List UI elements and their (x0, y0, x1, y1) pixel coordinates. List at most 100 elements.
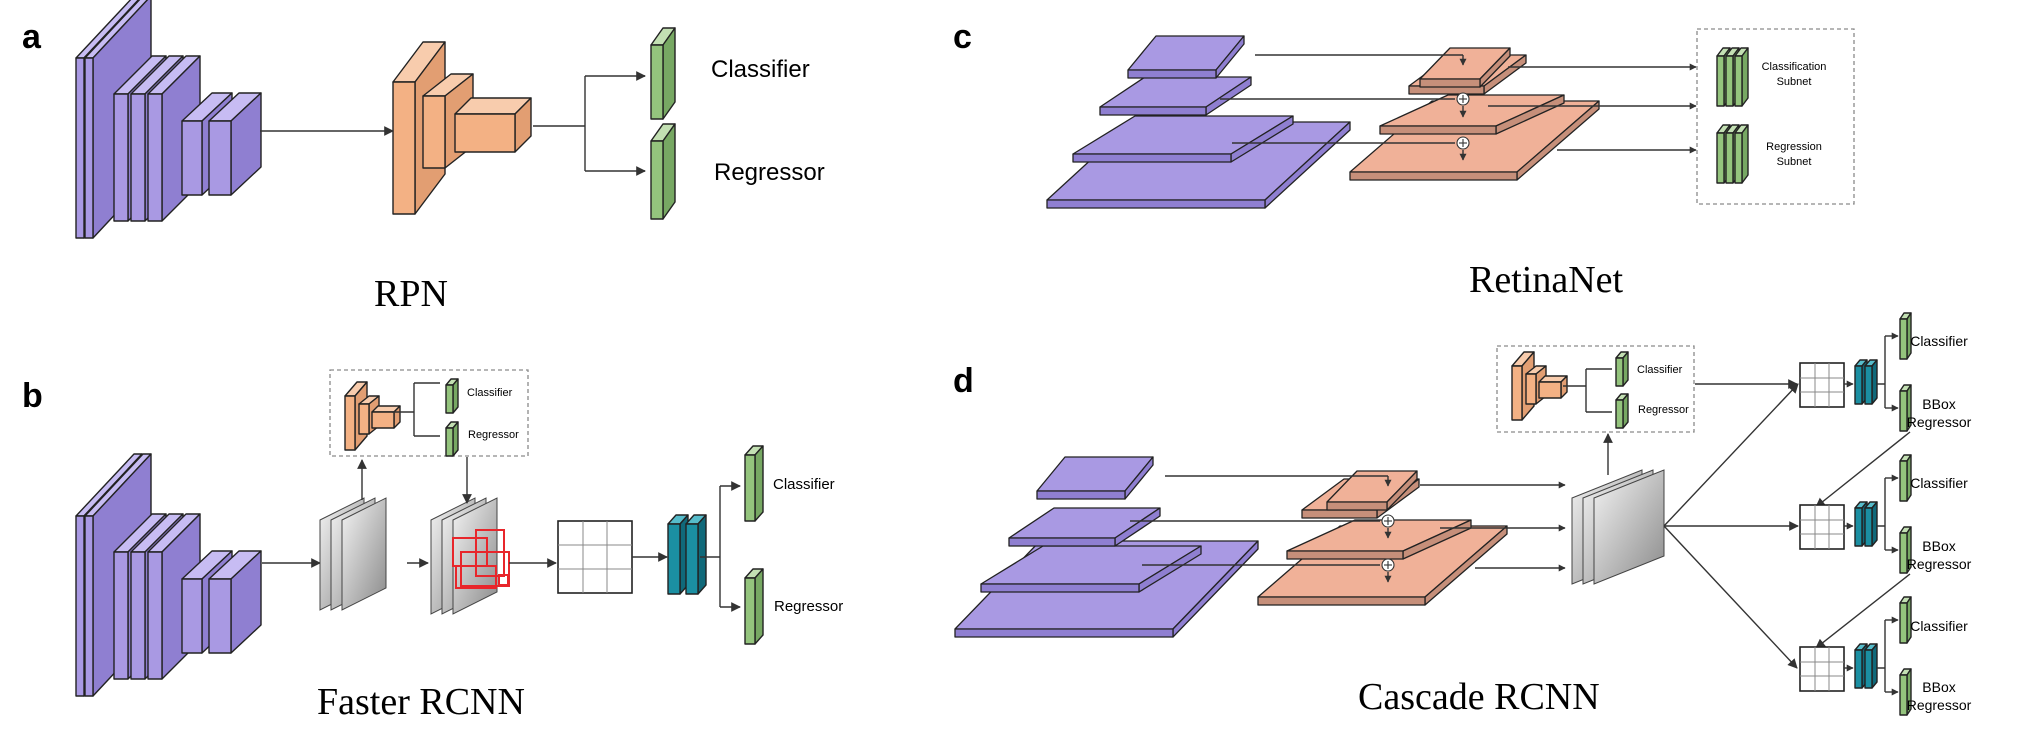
stage2-bbox-label-2: Regressor (1907, 556, 1972, 572)
add-node (1381, 558, 1395, 572)
fc-layer (1864, 501, 1878, 547)
cascade-stages (1799, 312, 1912, 716)
cascade-stage-2 (1799, 454, 1912, 574)
pyramid-level (980, 545, 1202, 593)
pyramid-level (1072, 115, 1294, 163)
panel-title-rpn: RPN (374, 273, 448, 315)
stage3-bbox-label-1: BBox (1922, 679, 1955, 695)
regressor-label: Regressor (714, 159, 825, 186)
fc-plate (1734, 47, 1749, 107)
classifier-plate (1899, 312, 1912, 360)
stage1-bbox-label-1: BBox (1922, 396, 1955, 412)
fpn-layers (1349, 47, 1600, 181)
panel-d: d Classifier Regressor Classifier BBox R… (953, 312, 1972, 718)
inset-classifier-layer (445, 378, 459, 414)
panel-letter-b: b (22, 377, 43, 415)
feature-pyramid-backbone (954, 456, 1259, 638)
roi-pooling-grid (1799, 646, 1845, 692)
pyramid-level (1099, 76, 1252, 116)
feature-map (1593, 469, 1665, 585)
regressor-plate (1899, 668, 1912, 716)
classifier-plate (1899, 454, 1912, 502)
panel-title-retinanet: RetinaNet (1469, 259, 1624, 301)
regressor-layer (744, 568, 764, 645)
conv-layer (208, 92, 262, 196)
fc-plate (650, 123, 676, 220)
pyramid-level (1036, 456, 1154, 500)
fc-layer (667, 514, 689, 595)
backbone-cnn (75, 453, 262, 697)
add-node (1456, 136, 1470, 150)
rpn-conv (454, 97, 532, 153)
panel-title-faster-rcnn: Faster RCNN (317, 681, 525, 723)
fc-plate (744, 568, 764, 645)
fc-plate (445, 378, 459, 414)
classification-subnet-layers (1716, 47, 1749, 107)
feature-maps (319, 497, 387, 611)
regression-subnet-label-2: Subnet (1777, 156, 1812, 168)
stage2-classifier-label: Classifier (1910, 475, 1968, 491)
rpn-block-small (344, 381, 401, 451)
inset-classifier-layer (1615, 351, 1629, 387)
panel-title-cascade-rcnn: Cascade RCNN (1358, 676, 1600, 718)
inset-regressor-layer (445, 421, 459, 457)
roi-pooling-grid (1799, 362, 1845, 408)
pyramid-level (1286, 519, 1472, 560)
panel-letter-c: c (953, 18, 972, 56)
classifier-label: Classifier (711, 56, 810, 83)
backbone-cnn (75, 0, 262, 239)
arrow-stage1-to-stage2 (1815, 431, 1911, 508)
panel-a: a Classifier Regressor RPN (22, 0, 825, 315)
inset-branch-lines (392, 382, 440, 437)
feature-map (341, 497, 387, 611)
fc-plate (1734, 124, 1749, 184)
rpn-inset-box (1496, 345, 1695, 433)
classification-subnet-label-1: Classification (1762, 61, 1827, 73)
fc-layer (1864, 643, 1878, 689)
lateral-connections (1130, 475, 1566, 583)
pyramid-level (1127, 35, 1245, 79)
classifier-plate (1899, 596, 1912, 644)
inset-regressor-label: Regressor (1638, 404, 1689, 416)
classifier-layer (744, 445, 764, 522)
classification-subnet-label-2: Subnet (1777, 76, 1812, 88)
fc-branch-lines (700, 486, 721, 607)
fc-layers (667, 514, 707, 595)
regression-subnet-label-1: Regression (1766, 141, 1822, 153)
rpn-conv (371, 405, 401, 429)
arrow-feature-to-stage3 (1663, 525, 1798, 669)
regressor-label: Regressor (774, 598, 843, 615)
roi-pooling-grid (557, 520, 633, 594)
pyramid-level (1379, 94, 1565, 135)
inset-branch-lines (1563, 368, 1612, 413)
lateral-connections (1220, 54, 1697, 161)
regression-subnet-layers (1716, 124, 1749, 184)
cascade-stage-1 (1799, 312, 1912, 432)
inset-classifier-label: Classifier (1637, 364, 1683, 376)
feature-pyramid-backbone (1046, 35, 1351, 209)
panel-c: c Classification Subnet Regression Subne… (953, 18, 1855, 301)
fc-layer (685, 514, 707, 595)
panel-letter-d: d (953, 362, 974, 400)
regressor-layer (650, 123, 676, 220)
classifier-label: Classifier (773, 476, 835, 493)
pyramid-level (1008, 507, 1161, 547)
inset-classifier-label: Classifier (467, 387, 513, 399)
stage3-bbox-label-2: Regressor (1907, 697, 1972, 713)
fc-plate (1615, 351, 1629, 387)
pyramid-level (1326, 470, 1418, 511)
rpn-branch-lines (533, 75, 645, 172)
stage1-classifier-label: Classifier (1910, 333, 1968, 349)
stage1-bbox-label-2: Regressor (1907, 414, 1972, 430)
rpn-block-small (1511, 351, 1568, 421)
arrow-feature-to-stage1 (1663, 383, 1799, 527)
roi-pooling-grid (1799, 504, 1845, 550)
cascade-stage-3 (1799, 596, 1912, 716)
regressor-plate (1899, 384, 1912, 432)
classifier-layer (650, 27, 676, 120)
arrow-stage2-to-stage3 (1815, 573, 1911, 649)
feature-maps (1571, 469, 1665, 585)
rpn-inset-box (329, 369, 529, 457)
fc-plate (445, 421, 459, 457)
